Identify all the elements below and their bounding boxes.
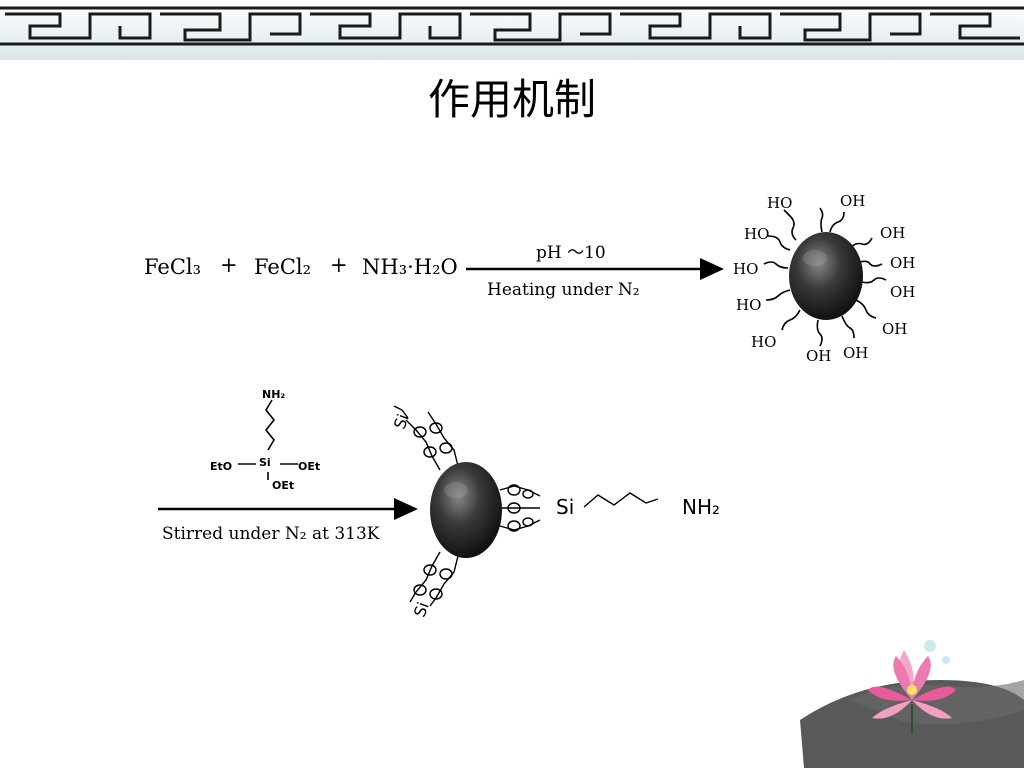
lotus-decoration (800, 640, 1024, 768)
hydroxylated-nanoparticle (763, 207, 887, 347)
reaction-arrow-2 (158, 498, 418, 520)
silicon-label: Si (259, 456, 271, 469)
aptes-structure (238, 399, 298, 480)
plus-sign: + (220, 253, 238, 277)
hydroxyl-label: HO (744, 225, 770, 243)
hydroxyl-label: HO (736, 296, 762, 314)
hydroxyl-label: OH (840, 192, 866, 210)
condition-ph: pH ～10 (536, 243, 606, 263)
hydroxyl-label: OH (890, 254, 916, 272)
hydroxyl-label: OH (882, 320, 908, 338)
lotus-flower-icon (868, 640, 956, 734)
ethoxy-left-label: EtO (210, 460, 233, 473)
amine-end-label: NH₂ (682, 495, 721, 519)
hydroxyl-label: HO (733, 260, 759, 278)
amine-label: NH₂ (262, 388, 286, 401)
lattice-pattern-icon (0, 6, 1024, 46)
hydroxyl-label: OH (880, 224, 906, 242)
reactant-ammonia: NH₃·H₂O (362, 255, 458, 279)
reactant-fecl3: FeCl₃ (144, 255, 202, 279)
condition-heating: Heating under N₂ (487, 280, 640, 300)
hydroxyl-label: OH (806, 347, 832, 365)
plus-sign: + (330, 253, 348, 277)
slide-title: 作用机制 (427, 75, 596, 124)
silane-functionalized-nanoparticle (393, 405, 659, 607)
silicon-right-label: Si (556, 495, 575, 519)
reaction-arrow-1 (466, 258, 724, 280)
ethoxy-right-label: OEt (298, 460, 321, 473)
hydroxyl-label: HO (751, 333, 777, 351)
hydroxyl-label: HO (767, 194, 793, 212)
reactant-fecl2: FeCl₂ (254, 255, 312, 279)
condition-stirred: Stirred under N₂ at 313K (162, 524, 380, 544)
hydroxyl-label: OH (843, 344, 869, 362)
ethoxy-bottom-label: OEt (272, 479, 295, 492)
hydroxyl-label: OH (890, 283, 916, 301)
decorative-border (0, 0, 1024, 60)
